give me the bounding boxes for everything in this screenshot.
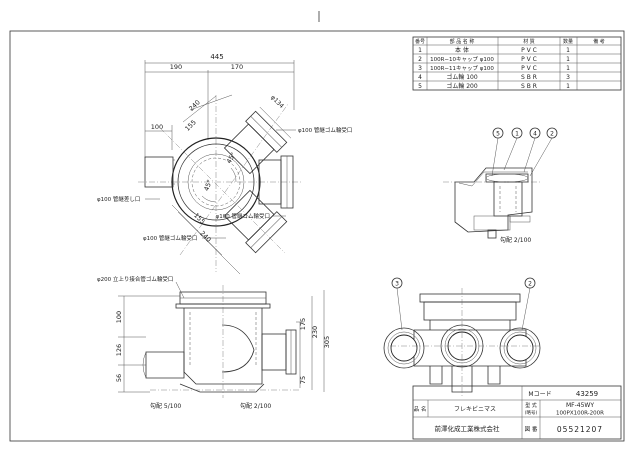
side-view: 5 1 4 2 勾配 2/100 <box>443 127 558 244</box>
rear-balloon-2: 2 <box>528 281 532 288</box>
title-model-sub: (略号) <box>525 409 538 416</box>
table-row-5-qty: 1 <box>566 83 570 90</box>
table-row-1-material: P V C <box>521 47 537 54</box>
table-row-4-material: S B R <box>521 74 537 81</box>
dim-upper-branch-dia: φ134 <box>269 94 285 110</box>
title-name-label: 品 名 <box>414 405 427 413</box>
dim-lower-diag-155: 155 <box>192 211 206 225</box>
table-row-2-qty: 1 <box>566 56 570 63</box>
angle-lower: 45° <box>202 179 213 193</box>
title-name-value: フレキビニマス <box>454 405 496 413</box>
dim-upper-diag-155: 155 <box>183 118 197 132</box>
table-row-3-name: 100R−11キャップ φ100 <box>430 65 494 72</box>
plan-view: 445 190 170 100 <box>97 53 352 275</box>
label-left-outlet: φ100 管継差し口 <box>97 195 140 203</box>
dim-total-width: 445 <box>210 53 223 61</box>
table-row-2-no: 2 <box>418 56 422 63</box>
front-slope-left: 勾配 5/100 <box>150 402 181 410</box>
dim-inlet-length: 100 <box>151 123 163 131</box>
table-row-3-qty: 1 <box>566 65 570 72</box>
sheet-border <box>9 30 625 442</box>
side-slope: 勾配 2/100 <box>500 236 531 244</box>
title-drawing-value: 05521207 <box>557 425 603 434</box>
label-right-branch: φ100 管継ゴム輪受口 <box>216 212 270 220</box>
side-balloon-5: 5 <box>496 131 500 138</box>
label-upper-branch: φ100 管継ゴム輪受口 <box>298 126 352 134</box>
title-block: Mコード 43259 品 名 フレキビニマス 型 式 (略号) MF-45WY … <box>412 385 622 440</box>
dim-lower-diag-240: 240 <box>198 229 212 243</box>
rear-balloon-3: 3 <box>395 281 399 288</box>
title-drawing-label: 図 番 <box>525 426 538 433</box>
table-row-2-name: 100R−10キャップ φ100 <box>430 56 494 63</box>
dim-front-r2: 230 <box>311 326 319 338</box>
table-header-qty: 数量 <box>563 38 573 45</box>
title-code-value: 43259 <box>576 390 598 398</box>
dim-right-width: 170 <box>231 63 243 71</box>
table-row-4-qty: 3 <box>566 74 570 81</box>
table-row-5-name: ゴム輪 200 <box>446 82 478 90</box>
dim-front-h1: 100 <box>115 311 123 323</box>
title-company: 前澤化成工業株式会社 <box>435 424 501 433</box>
table-row-4-no: 4 <box>418 74 422 81</box>
table-header-material: 材 質 <box>523 38 535 45</box>
table-row-3-material: P V C <box>521 65 537 72</box>
dim-front-h3: 56 <box>115 374 123 382</box>
front-view: 100 126 56 175 230 305 75 φ200 立上り接合管ゴム輪… <box>97 275 331 410</box>
angle-upper: 45° <box>225 151 238 165</box>
dim-front-r4: 75 <box>299 376 307 384</box>
table-row-1-name: 本 体 <box>455 46 469 54</box>
table-row-1-qty: 1 <box>566 47 570 54</box>
label-top-socket: φ200 立上り接合管ゴム輪受口 <box>97 275 173 283</box>
front-slope-right: 勾配 2/100 <box>240 402 271 410</box>
title-code-label: Mコード <box>528 391 551 398</box>
rear-view: 3 2 <box>383 277 541 398</box>
table-header-no: 番号 <box>415 38 425 45</box>
table-header-note: 備 考 <box>593 38 605 45</box>
dim-front-r3: 305 <box>323 336 331 348</box>
side-balloon-1: 1 <box>515 131 519 138</box>
dim-upper-diag-240: 240 <box>187 98 201 112</box>
dim-front-r1: 175 <box>299 318 307 330</box>
side-balloon-2: 2 <box>550 131 554 138</box>
table-header-name: 部 品 名 称 <box>450 38 475 45</box>
table-row-2-material: P V C <box>521 56 537 63</box>
dim-left-width: 190 <box>170 63 182 71</box>
table-row-5-material: S B R <box>521 83 537 90</box>
title-model-label: 型 式 <box>525 402 537 409</box>
table-row-5-no: 5 <box>418 83 422 90</box>
table-row-1-no: 1 <box>418 47 422 54</box>
table-row-3-no: 3 <box>418 65 422 72</box>
parts-table: 番号 部 品 名 称 材 質 数量 備 考 1 本 体 P V C 1 2 10… <box>412 36 622 91</box>
side-balloon-4: 4 <box>533 131 537 138</box>
title-model-value2: 100PX100R-200R <box>556 411 604 417</box>
dim-front-h2: 126 <box>115 344 123 356</box>
title-model-value: MF-45WY <box>566 402 594 409</box>
table-row-4-name: ゴム輪 100 <box>446 73 478 81</box>
label-lower-branch: φ100 管継ゴム輪受口 <box>143 234 197 242</box>
